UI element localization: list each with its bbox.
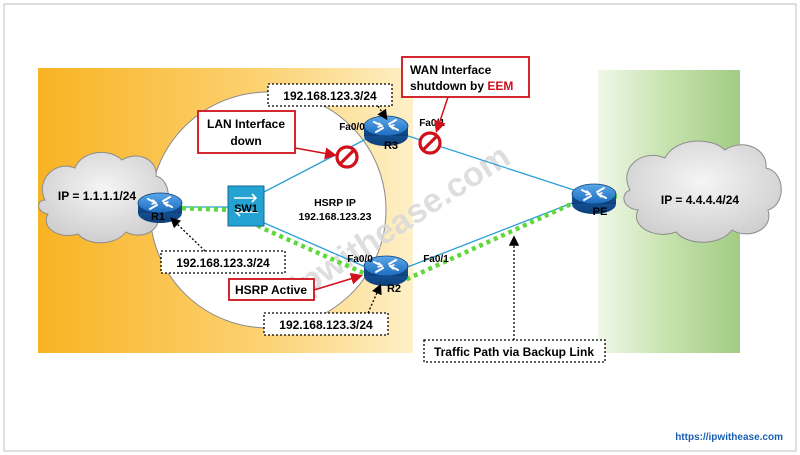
hsrp-active-pointer: [313, 272, 363, 291]
lan-callout-line2: down: [230, 134, 261, 148]
wan-shutdown-icon: [418, 131, 442, 155]
hsrp-ip-title: HSRP IP: [314, 197, 356, 209]
right-cloud: [623, 140, 782, 243]
switch-sw1[interactable]: [227, 185, 265, 227]
footer-url[interactable]: https://ipwithease.com: [675, 432, 783, 443]
svg-text:HSRP Active: HSRP Active: [235, 283, 307, 297]
links: [180, 134, 581, 269]
svg-text:192.168.123.3/24: 192.168.123.3/24: [176, 256, 270, 270]
lan-down-callout: LAN Interface down: [197, 110, 296, 154]
pe-label: PE: [593, 206, 608, 218]
lan-down-icon: [335, 145, 359, 169]
r1-label: R1: [151, 211, 165, 223]
hsrp-ip-value: 192.168.123.23: [299, 211, 372, 223]
hsrp-active-callout: HSRP Active: [228, 278, 315, 301]
r2-label: R2: [387, 283, 401, 295]
r3-label: R3: [384, 140, 398, 152]
lan-callout-pointer: [294, 147, 337, 160]
lan-callout-line1: LAN Interface: [207, 117, 285, 131]
link-r2-pe: [404, 199, 581, 269]
link-sw1-r2: [261, 221, 369, 269]
r3-lan-interface: Fa0/0: [339, 122, 365, 133]
r2-address-box: 192.168.123.3/24: [263, 312, 389, 336]
wan-shutdown-callout: WAN Interface shutdown by EEM: [401, 56, 530, 98]
wan-callout-pointer: [434, 96, 449, 133]
wan-callout-line1: WAN Interface: [410, 63, 492, 77]
r3-wan-interface: Fa0/1: [419, 118, 445, 129]
traffic-path-callout: Traffic Path via Backup Link: [423, 339, 606, 363]
r1-address-box: 192.168.123.3/24: [160, 250, 286, 274]
left-cloud-label: IP = 1.1.1.1/24: [58, 189, 137, 203]
r3-address-pointer: [377, 105, 388, 121]
r3-address-box: 192.168.123.3/24: [267, 83, 393, 107]
r2-address-pointer: [367, 283, 382, 314]
r2-wan-interface: Fa0/1: [423, 254, 449, 265]
svg-text:192.168.123.3/24: 192.168.123.3/24: [279, 318, 373, 332]
svg-text:192.168.123.3/24: 192.168.123.3/24: [283, 89, 377, 103]
wan-callout-line2: shutdown by EEM: [410, 79, 513, 93]
r2-lan-interface: Fa0/0: [347, 254, 373, 265]
sw1-label: SW1: [234, 203, 258, 215]
right-cloud-label: IP = 4.4.4.4/24: [661, 193, 740, 207]
svg-text:Traffic Path via Backup Link: Traffic Path via Backup Link: [434, 345, 594, 359]
